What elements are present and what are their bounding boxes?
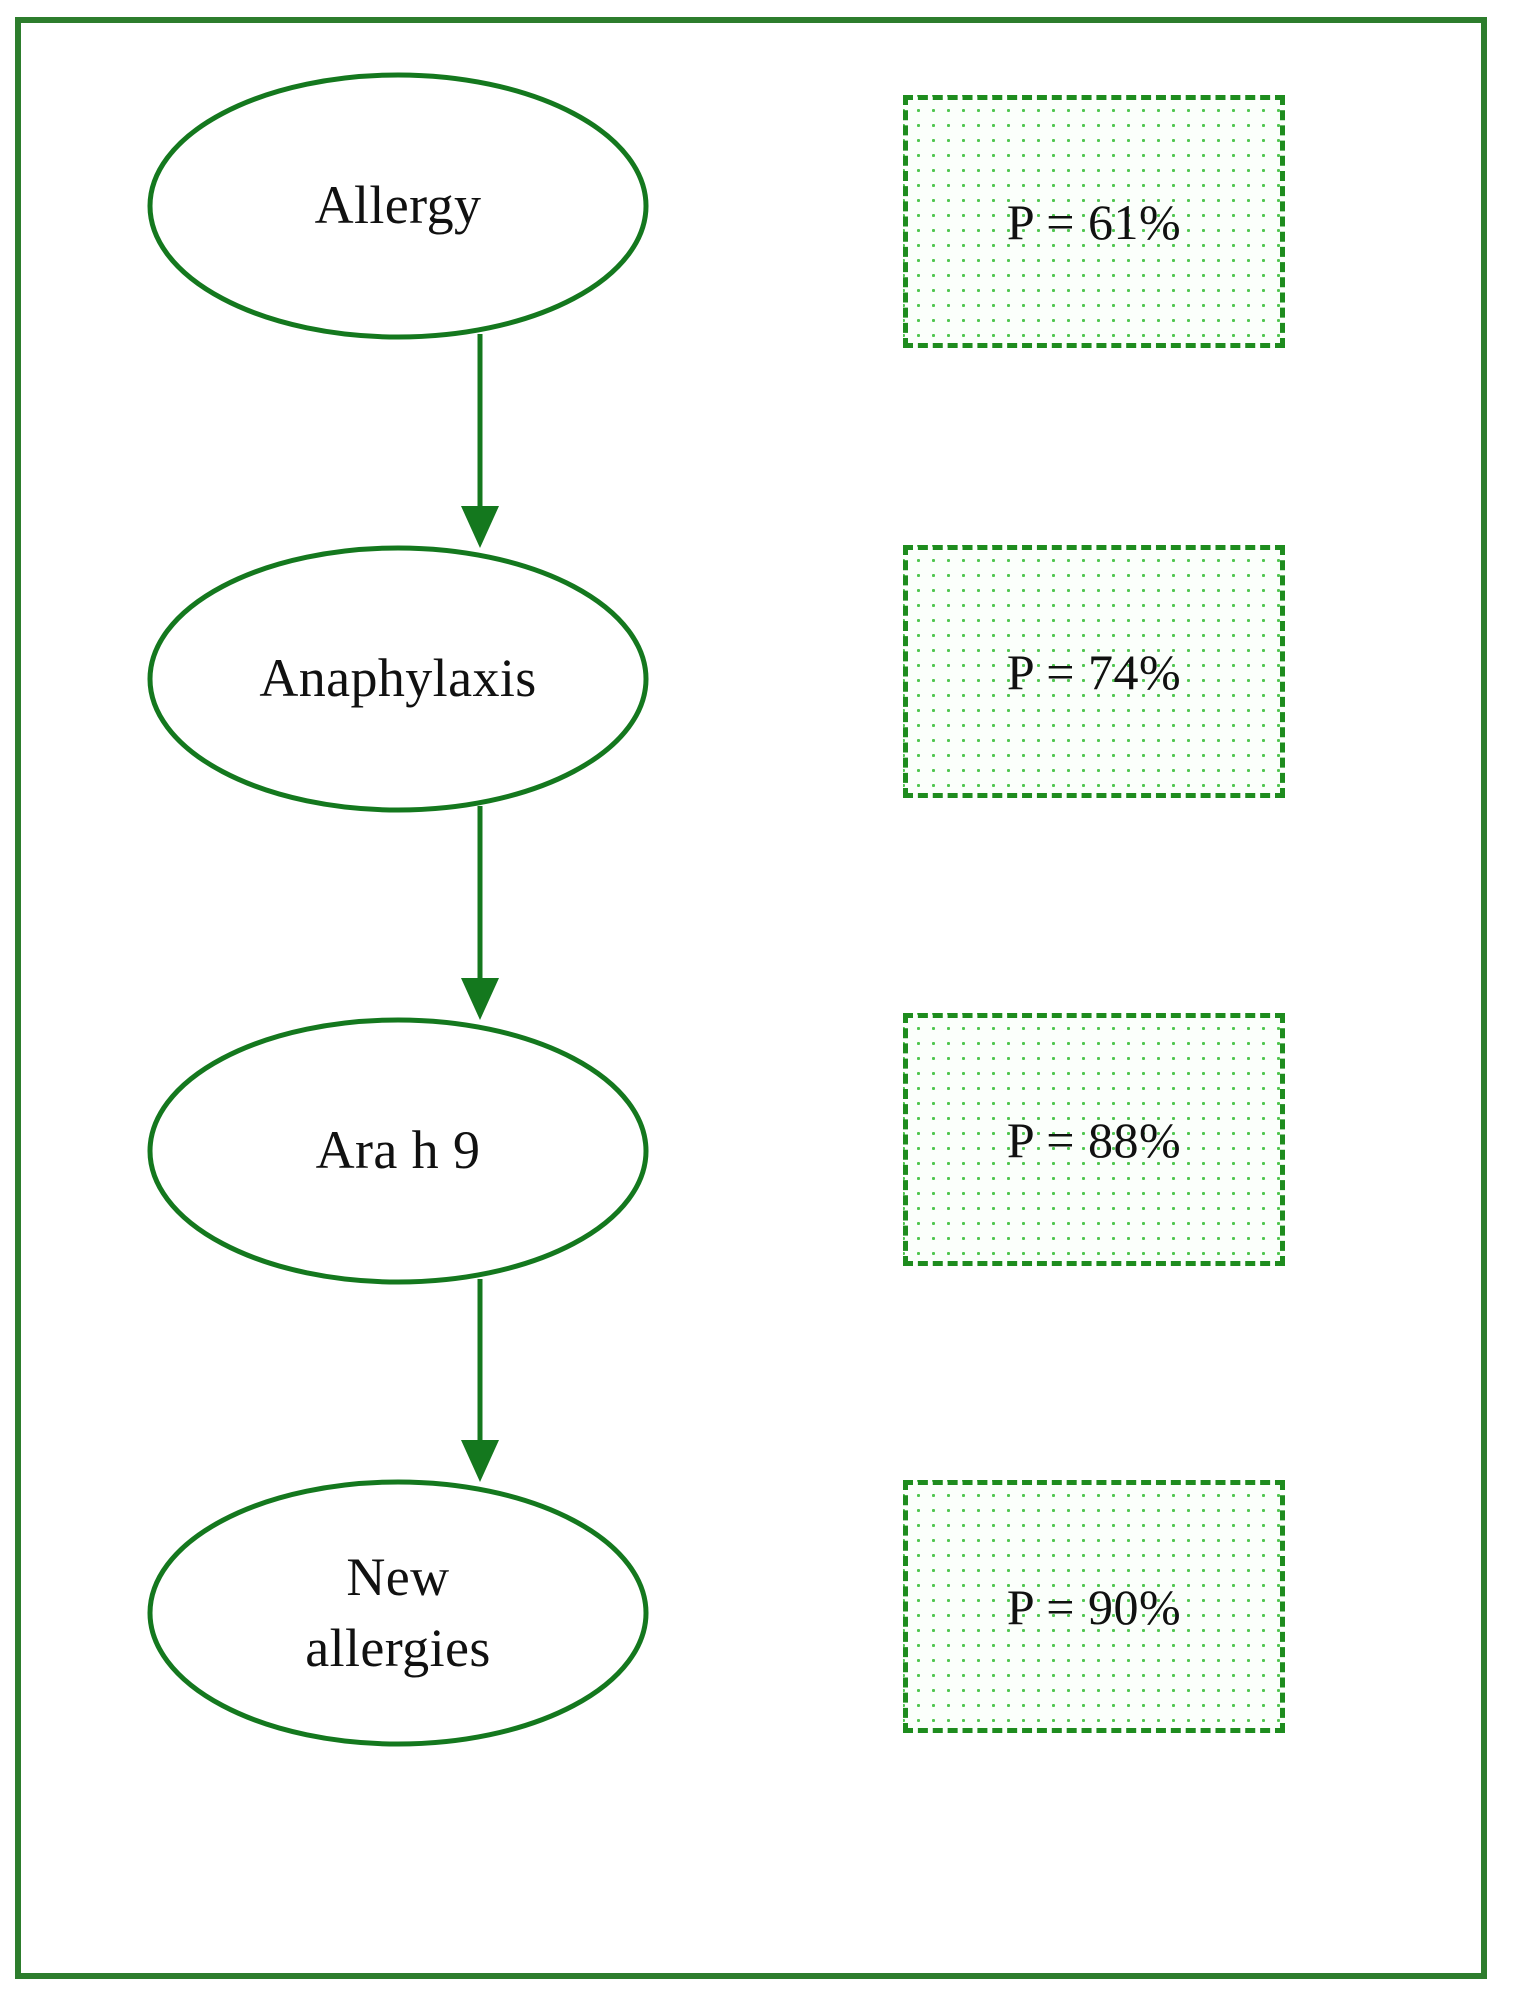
node-ellipse-new-allergies[interactable] bbox=[147, 1479, 649, 1747]
node-ellipse-allergy[interactable] bbox=[147, 72, 649, 340]
edge-arrowhead-ara-h-9-new-allergies bbox=[461, 1440, 499, 1482]
probability-box-new-allergies[interactable]: P = 90% bbox=[903, 1480, 1285, 1733]
probability-box-allergy[interactable]: P = 61% bbox=[903, 95, 1285, 348]
probability-value-new-allergies: P = 90% bbox=[1006, 1578, 1182, 1635]
edge-arrowhead-anaphylaxis-ara-h-9 bbox=[461, 978, 499, 1020]
probability-value-allergy: P = 61% bbox=[1006, 193, 1182, 250]
node-ellipse-ara-h-9[interactable] bbox=[147, 1017, 649, 1285]
edge-arrowhead-allergy-anaphylaxis bbox=[461, 506, 499, 548]
node-ellipse-anaphylaxis[interactable] bbox=[147, 545, 649, 813]
probability-box-anaphylaxis[interactable]: P = 74% bbox=[903, 545, 1285, 798]
probability-value-anaphylaxis: P = 74% bbox=[1006, 643, 1182, 700]
probability-value-ara-h-9: P = 88% bbox=[1006, 1111, 1182, 1168]
probability-box-ara-h-9[interactable]: P = 88% bbox=[903, 1013, 1285, 1266]
